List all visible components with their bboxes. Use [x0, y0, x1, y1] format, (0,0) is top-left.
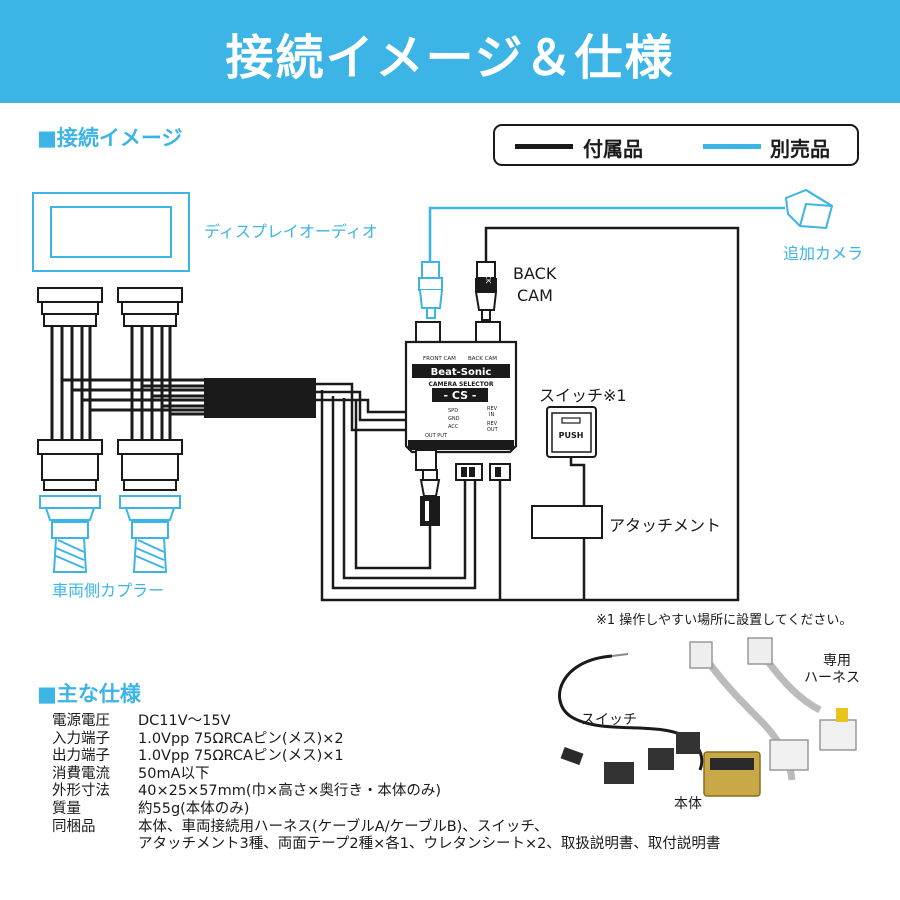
extra-camera-label: 追加カメラ	[783, 244, 864, 263]
spec-value: 約55g(本体のみ)	[138, 800, 250, 817]
extra-camera-icon	[784, 188, 834, 230]
spec-row: 外形寸法 40×25×57mm(巾×高さ×奥行き・本体のみ)	[52, 783, 720, 801]
legend-separate-line	[703, 144, 761, 149]
device-front-cam-label: FRONT CAM	[423, 356, 456, 362]
spec-key	[52, 836, 138, 854]
back-cam-plug	[474, 261, 498, 321]
spec-key: 同梱品	[52, 818, 96, 835]
vehicle-harness-right	[117, 287, 183, 491]
spec-value: 1.0Vpp 75ΩRCAピン(メス)×1	[138, 748, 344, 765]
device-subtitle: CAMERA SELECTOR	[428, 381, 493, 388]
attachment-box	[531, 505, 603, 539]
device-spd: SPD	[448, 408, 458, 414]
push-label: PUSH	[559, 431, 584, 440]
photo-harness-label-line1: 専用	[823, 653, 851, 669]
back-plug-text: BACK	[484, 265, 492, 284]
spec-key: 電源電圧	[52, 713, 110, 729]
camera-selector-device	[404, 321, 518, 471]
spec-key: 外形寸法	[52, 783, 110, 800]
photo-harness-label-line2: ハーネス	[804, 670, 860, 686]
harness-wires	[50, 326, 206, 440]
front-rca-plug	[418, 261, 443, 319]
spec-value: 本体、車両接続用ハーネス(ケーブルA/ケーブルB)、スイッチ、	[138, 818, 549, 835]
device-power-connectors	[455, 463, 511, 481]
header-banner: 接続イメージ＆仕様	[0, 0, 900, 103]
harness-junction	[204, 378, 316, 418]
install-note: ※1 操作しやすい場所に設置してください。	[596, 613, 853, 628]
spec-value: 40×25×57mm(巾×高さ×奥行き・本体のみ)	[138, 783, 442, 800]
legend-included-label: 付属品	[583, 137, 643, 161]
spec-row: 消費電流 50mA以下	[52, 766, 720, 784]
extra-camera-cable	[428, 206, 785, 262]
spec-row: 質量 約55g(本体のみ)	[52, 801, 720, 819]
back-cam-label-line1: BACK	[513, 264, 557, 283]
device-rev-out-1: REV	[487, 421, 498, 427]
spec-row: 電源電圧 DC11V〜15V	[52, 713, 720, 731]
page-title: 接続イメージ＆仕様	[225, 30, 675, 86]
spec-key: 質量	[52, 800, 81, 817]
legend-included-line	[515, 144, 573, 149]
display-audio-label: ディスプレイオーディオ	[204, 222, 378, 241]
vehicle-harness-left	[37, 287, 103, 491]
spec-row: 同梱品 本体、車両接続用ハーネス(ケーブルA/ケーブルB)、スイッチ、	[52, 819, 720, 837]
photo-switch-label: スイッチ	[581, 712, 637, 728]
harness-cables	[316, 382, 502, 600]
photo-body-label: 本体	[674, 796, 702, 812]
back-cam-label-line2: CAM	[517, 286, 553, 305]
output-rca-plug	[419, 469, 441, 526]
device-output-label: OUT PUT	[425, 433, 448, 439]
device-model: - CS -	[444, 389, 477, 402]
device-rev-in-2: IN	[489, 412, 494, 418]
back-cam-cable	[320, 226, 740, 602]
vehicle-coupler-left	[39, 495, 101, 573]
specs-section-title: ■主な仕様	[37, 682, 141, 706]
spec-value: アタッチメント3種、両面テープ2種×各1、ウレタンシート×2、取扱説明書、取付説…	[138, 836, 721, 853]
vehicle-coupler-right	[119, 495, 181, 573]
spec-row: アタッチメント3種、両面テープ2種×各1、ウレタンシート×2、取扱説明書、取付説…	[52, 836, 720, 854]
spec-row: 出力端子 1.0Vpp 75ΩRCAピン(メス)×1	[52, 748, 720, 766]
spec-value: DC11V〜15V	[138, 713, 231, 729]
vehicle-coupler-label: 車両側カプラー	[52, 581, 165, 600]
spec-key: 消費電流	[52, 765, 110, 782]
device-acc: ACC	[448, 424, 459, 430]
attachment-label: アタッチメント	[609, 516, 722, 535]
legend-box: 付属品 別売品	[493, 124, 859, 166]
device-rev-out-2: OUT	[487, 427, 499, 433]
device-back-cam-label: BACK CAM	[468, 356, 497, 362]
product-photo	[558, 637, 857, 797]
display-audio-unit	[32, 192, 190, 272]
spec-row: 入力端子 1.0Vpp 75ΩRCAピン(メス)×2	[52, 731, 720, 749]
device-brand: Beat-Sonic	[431, 367, 492, 378]
spec-key: 出力端子	[52, 748, 110, 765]
spec-key: 入力端子	[52, 730, 110, 747]
connection-section-title: ■接続イメージ	[37, 126, 183, 150]
device-rev-in-1: REV	[487, 406, 498, 412]
switch-label: スイッチ※1	[539, 386, 627, 405]
spec-value: 1.0Vpp 75ΩRCAピン(メス)×2	[138, 730, 344, 747]
device-gnd: GND	[448, 416, 460, 422]
spec-value: 50mA以下	[138, 765, 210, 782]
legend-separate-label: 別売品	[770, 137, 830, 161]
switch-icon	[546, 406, 597, 600]
